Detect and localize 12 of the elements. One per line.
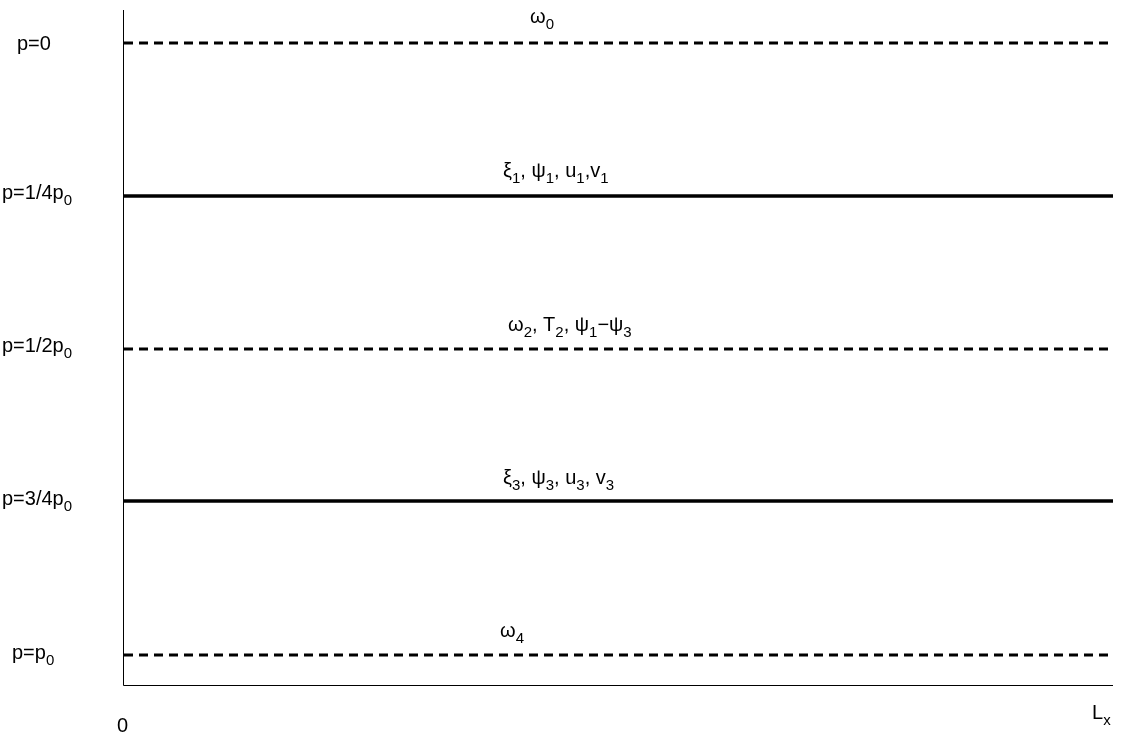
pressure-label: p=3/4p$_{0}$ (2, 486, 73, 510)
axis-tick-label: 0 (117, 713, 129, 737)
variable-label: ω$_{4}$ (500, 618, 524, 642)
pressure-label: p=1/4p$_{0}$ (2, 180, 73, 204)
axis-label: L$_{x}$ (1092, 700, 1111, 724)
pressure-label: p=0 (17, 31, 51, 55)
variable-label: ξ$_{1}$, ψ$_{1}$, u$_{1}$,v$_{1}$ (503, 158, 609, 182)
variable-label: ω$_{0}$ (530, 4, 554, 28)
variable-label: ξ$_{3}$, ψ$_{3}$, u$_{3}$, v$_{3}$ (503, 465, 615, 489)
variable-label: ω$_{2}$, T$_{2}$, ψ$_{1}$−ψ$_{3}$ (508, 312, 632, 336)
pressure-label: p=1/2p$_{0}$ (2, 333, 73, 357)
pressure-label: p=p$_{0}$ (12, 640, 55, 664)
